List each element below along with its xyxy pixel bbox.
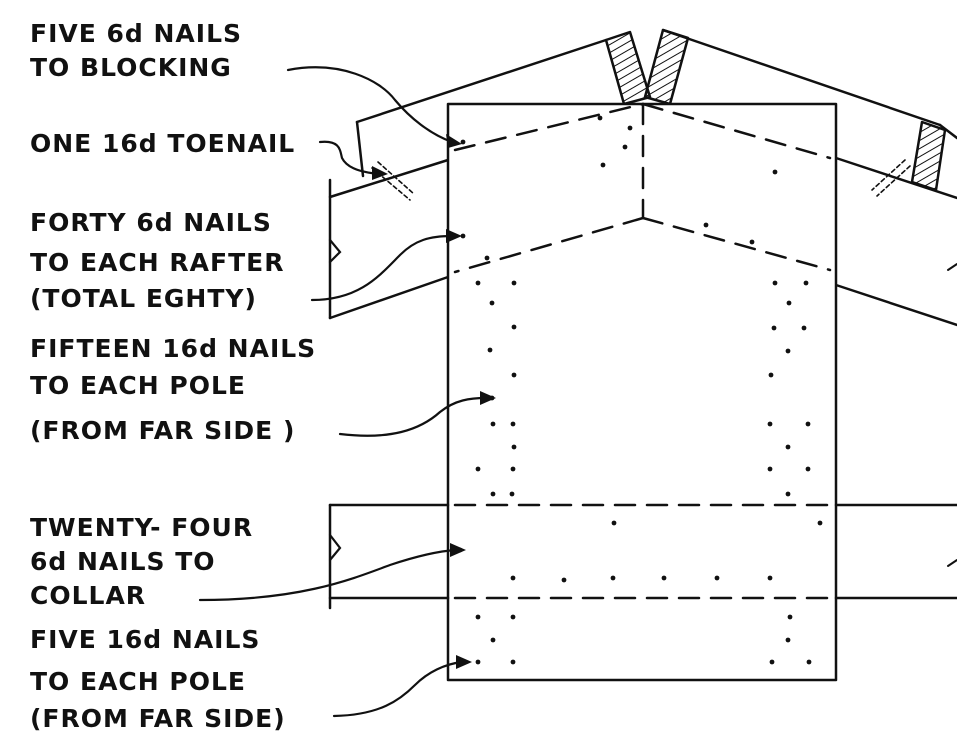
ridge-blocking [604,28,690,106]
hidden-lines [453,102,832,600]
leader-toenail [318,140,382,176]
nail-dot [767,466,773,472]
label-pole-bottom: FIVE 16d NAILS TO EACH POLE (FROM FAR SI… [30,625,286,733]
left-rafter [328,38,608,320]
nail-dot [767,575,773,581]
leader-rafter [310,234,454,302]
label-blocking: FIVE 6d NAILS TO BLOCKING [30,19,252,82]
labels: FIVE 6d NAILS TO BLOCKING ONE 16d TOENAI… [30,19,326,733]
brace-rafter [328,238,342,264]
nail-dot [805,421,811,427]
leader-lines [198,66,488,718]
leader-pole-top [338,396,488,437]
nail-dot [489,300,495,306]
nail-dot [627,125,633,131]
nail-dot [511,444,517,450]
nail-dot [490,491,496,497]
nail-dot [475,614,481,620]
nail-dot [487,347,493,353]
nail-dot [785,444,791,450]
nail-dot [703,222,709,228]
nail-dot [622,144,628,150]
label-pole-top: FIFTEEN 16d NAILS TO EACH POLE (FROM FAR… [30,334,326,445]
nail-dot [771,325,777,331]
nail-dot [749,239,755,245]
nail-dot [460,233,466,239]
nail-dot [600,162,606,168]
right-rafter [661,28,957,327]
braces [328,238,342,562]
nail-dot [767,421,773,427]
nail-dot [661,575,667,581]
nail-dot [785,491,791,497]
arrow-toenail [372,166,388,180]
label-collar: TWENTY- FOUR 6d NAILS TO COLLAR [30,513,263,610]
nail-dot [510,421,516,427]
nail-dot [785,348,791,354]
nail-dot [510,575,516,581]
nail-dot [805,466,811,472]
leader-pole-bottom [332,660,464,718]
leader-collar [198,548,458,602]
nail-dot [460,139,466,145]
eave-blocking [910,120,947,192]
toenail-right [871,159,911,197]
nail-dot [509,491,515,497]
nail-dot [803,280,809,286]
collar-beam [328,503,957,610]
nail-dot [787,614,793,620]
nail-dot [714,575,720,581]
nail-dot [510,614,516,620]
nail-dot [561,577,567,583]
brace-collar [328,533,342,562]
nail-dot [610,575,616,581]
gusset-plate [446,102,838,682]
nail-dot [475,466,481,472]
nail-dot [769,659,775,665]
arrow-pole-top [480,391,496,405]
nail-dot [785,637,791,643]
nail-dot [786,300,792,306]
nail-dot [475,280,481,286]
nail-dot [490,637,496,643]
nail-dot [484,255,490,261]
nail-dot [801,325,807,331]
nail-dot [510,659,516,665]
nail-dot [768,372,774,378]
label-rafter: FORTY 6d NAILS TO EACH RAFTER (TOTAL EGH… [30,208,294,313]
arrowheads [372,134,496,669]
arrow-rafter [446,229,462,243]
structure [328,28,957,682]
nail-dot [806,659,812,665]
nail-dot [597,115,603,121]
nail-dot [511,324,517,330]
nail-dot [510,466,516,472]
nail-dot [490,421,496,427]
nail-dot [511,280,517,286]
right-leaders [947,263,957,567]
nail-dot [475,659,481,665]
nail-dot [772,169,778,175]
nail-dot [611,520,617,526]
arrow-pole-bottom [456,655,472,669]
label-toenail: ONE 16d TOENAIL [30,129,295,158]
nail-dot [817,520,823,526]
arrow-collar [450,543,466,557]
nail-dot [511,372,517,378]
leader-blocking [286,66,454,144]
arrow-blocking [446,134,462,148]
nail-dot [772,280,778,286]
